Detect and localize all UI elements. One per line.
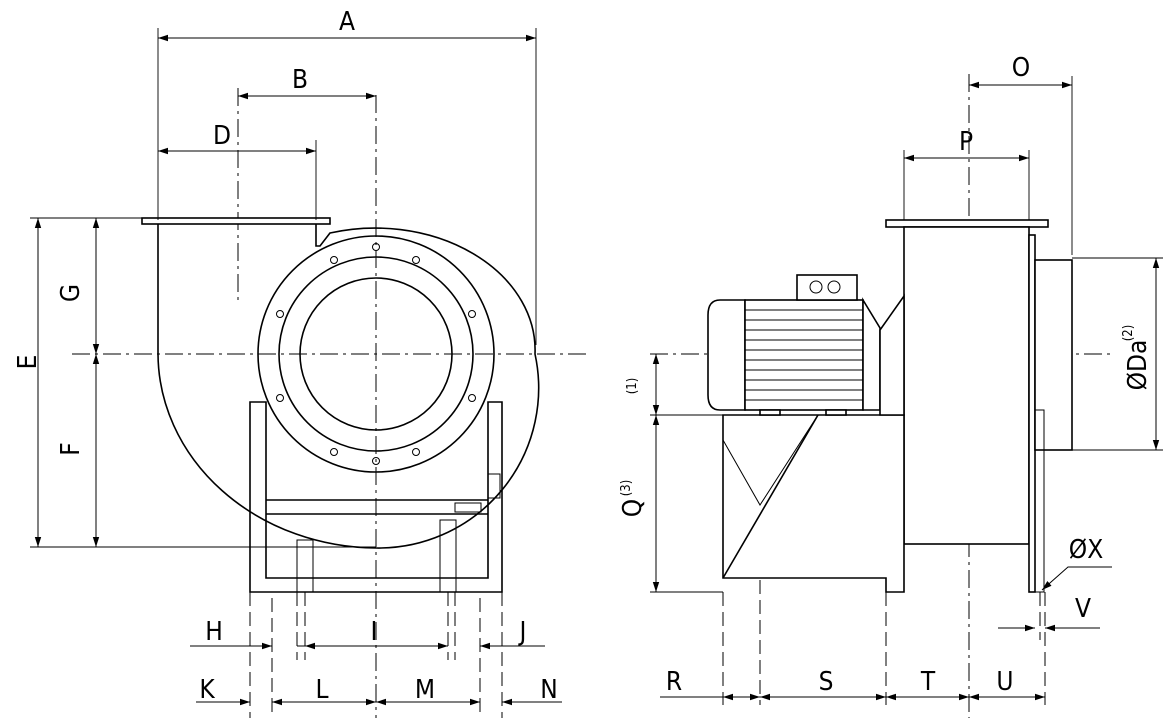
label-u: U xyxy=(996,667,1013,697)
bolt-hole xyxy=(276,394,284,402)
terminal-gland xyxy=(827,280,841,294)
inlet-bolt-holes xyxy=(276,243,476,465)
side-housing xyxy=(903,226,1030,545)
label-r: R xyxy=(666,667,682,697)
front-view: A B D E G F H I J K L M N xyxy=(13,7,590,718)
bolt-hole xyxy=(468,310,476,318)
side-pedestal xyxy=(722,414,905,593)
label-d: D xyxy=(213,121,231,151)
label-t: T xyxy=(920,667,936,697)
inlet-ring xyxy=(299,277,453,431)
side-view: O P ØDa (2) (1) Q (3) ØX V R S T U xyxy=(618,53,1163,718)
bolt-hole xyxy=(372,457,380,465)
side-bottom-extension-lines xyxy=(722,580,1046,705)
side-inlet-cone xyxy=(1034,259,1073,451)
label-note-1: (1) xyxy=(625,378,640,395)
side-extension-lines xyxy=(650,76,1163,593)
bolt-hole xyxy=(372,243,380,251)
label-l: L xyxy=(315,675,328,705)
inlet-flange-inner xyxy=(278,256,474,452)
side-pedestal-diagonal xyxy=(722,414,819,579)
label-q: Q xyxy=(618,499,648,517)
front-bottom-extension-lines xyxy=(249,592,503,718)
bolt-hole xyxy=(412,448,420,456)
label-da: ØDa xyxy=(1123,340,1153,391)
leader-x xyxy=(1041,566,1112,591)
label-i: I xyxy=(371,617,378,647)
bolt-hole xyxy=(276,310,284,318)
bolt-hole xyxy=(330,448,338,456)
outlet-flange xyxy=(141,217,331,225)
terminal-box xyxy=(796,274,858,301)
volute-casing xyxy=(157,224,540,549)
side-inlet-plate xyxy=(1028,234,1036,593)
label-n: N xyxy=(540,675,558,705)
side-pedestal-brace xyxy=(722,414,819,506)
label-da-note: (2) xyxy=(1121,325,1136,342)
bolt-hole xyxy=(330,256,338,264)
inlet-flange-outer xyxy=(257,235,495,473)
label-x: ØX xyxy=(1069,535,1103,565)
label-v: V xyxy=(1075,594,1091,624)
label-a: A xyxy=(339,7,355,37)
label-o: O xyxy=(1012,53,1030,83)
label-h: H xyxy=(205,617,223,647)
label-q-note: (3) xyxy=(619,480,634,497)
terminal-gland xyxy=(809,280,823,294)
label-b: B xyxy=(292,65,308,95)
front-extension-lines xyxy=(30,28,537,548)
label-s: S xyxy=(819,667,834,697)
label-j: J xyxy=(518,617,527,647)
bolt-hole xyxy=(468,394,476,402)
bolt-hole xyxy=(412,256,420,264)
label-k: K xyxy=(199,675,215,705)
label-p: P xyxy=(959,127,973,157)
side-outlet-flange xyxy=(885,219,1049,228)
label-g: G xyxy=(56,284,86,302)
label-e: E xyxy=(13,355,43,370)
motor xyxy=(707,274,905,416)
label-m: M xyxy=(415,675,435,705)
label-f: F xyxy=(56,442,86,455)
